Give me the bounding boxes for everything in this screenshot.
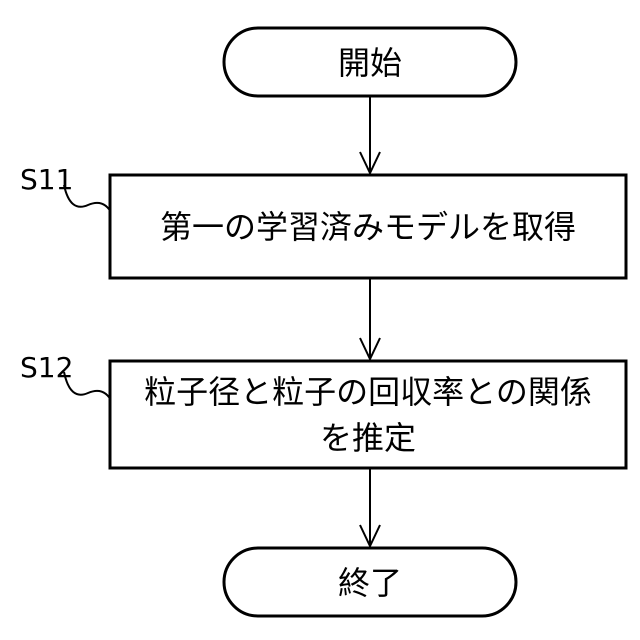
start-label: 開始 xyxy=(338,44,402,82)
step-s12: S12 粒子径と粒子の回収率との関係 を推定 xyxy=(20,351,626,468)
end-label: 終了 xyxy=(338,564,402,602)
step-s12-text-line1: 粒子径と粒子の回収率との関係 xyxy=(144,373,592,411)
step-s11: S11 第一の学習済みモデルを取得 xyxy=(20,163,626,278)
connector-s11-to-s12 xyxy=(360,278,380,359)
start-terminator: 開始 xyxy=(224,28,516,96)
step-s11-text: 第一の学習済みモデルを取得 xyxy=(160,208,576,246)
step-s12-text-line2: を推定 xyxy=(320,419,416,457)
connector-s12-to-end xyxy=(360,468,380,546)
connector-start-to-s11 xyxy=(360,96,380,173)
end-terminator: 終了 xyxy=(224,548,516,616)
